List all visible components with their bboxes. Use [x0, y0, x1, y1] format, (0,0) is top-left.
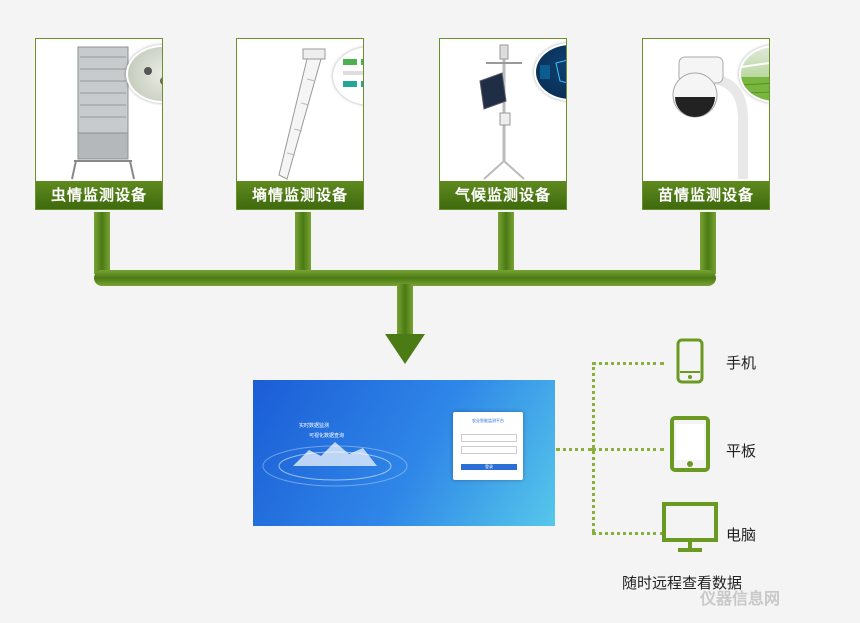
login-button[interactable]: 登录 — [461, 464, 517, 470]
device-label: 气候监测设备 — [440, 181, 566, 209]
connector-pipe — [700, 212, 716, 274]
watermark: 仪器信息网 — [700, 589, 781, 608]
device-card-weather: 气候监测设备 — [439, 38, 567, 210]
terminal-label: 手机 — [726, 354, 757, 372]
footer-caption: 随时远程查看数据 — [622, 574, 743, 592]
login-form: 农业智能监测平台 登录 — [453, 412, 523, 480]
terminal-label: 电脑 — [726, 526, 757, 544]
connector-pipe — [295, 212, 311, 274]
tablet-icon — [670, 416, 710, 472]
dotted-connector — [592, 448, 664, 451]
device-label: 墒情监测设备 — [237, 181, 363, 209]
ptz-camera-image — [672, 56, 748, 179]
arrow-down-icon — [385, 334, 425, 364]
device-card-crop: 苗情监测设备 — [642, 38, 770, 210]
username-input[interactable] — [461, 434, 517, 442]
device-label: 苗情监测设备 — [643, 181, 769, 209]
phone-icon — [676, 338, 704, 384]
device-label: 虫情监测设备 — [36, 181, 162, 209]
platform-slogan: 实时数据监测 — [299, 423, 330, 429]
soil-sensor-image — [278, 48, 326, 180]
connector-pipe — [498, 212, 514, 274]
platform-slogan: 可视化数据查询 — [309, 433, 345, 439]
password-input[interactable] — [461, 446, 517, 454]
device-card-insect: 虫情监测设备 — [35, 38, 163, 210]
connector-pipe — [94, 212, 110, 274]
connector-pipe — [397, 284, 413, 336]
monitor-icon — [662, 502, 718, 552]
dotted-connector — [556, 448, 592, 451]
device-card-soil: 墒情监测设备 — [236, 38, 364, 210]
weather-station-image — [479, 44, 525, 180]
login-title: 农业智能监测平台 — [472, 418, 504, 423]
connector-pipe — [94, 270, 716, 286]
dotted-connector — [592, 532, 664, 535]
platform-login-screen: 实时数据监测 可视化数据查询 农业智能监测平台 登录 — [253, 380, 555, 526]
terminal-label: 平板 — [726, 442, 757, 460]
terrain-graphic — [262, 442, 408, 487]
dotted-connector — [592, 362, 664, 365]
insect-trap-image — [71, 46, 135, 180]
dotted-connector — [592, 362, 595, 532]
